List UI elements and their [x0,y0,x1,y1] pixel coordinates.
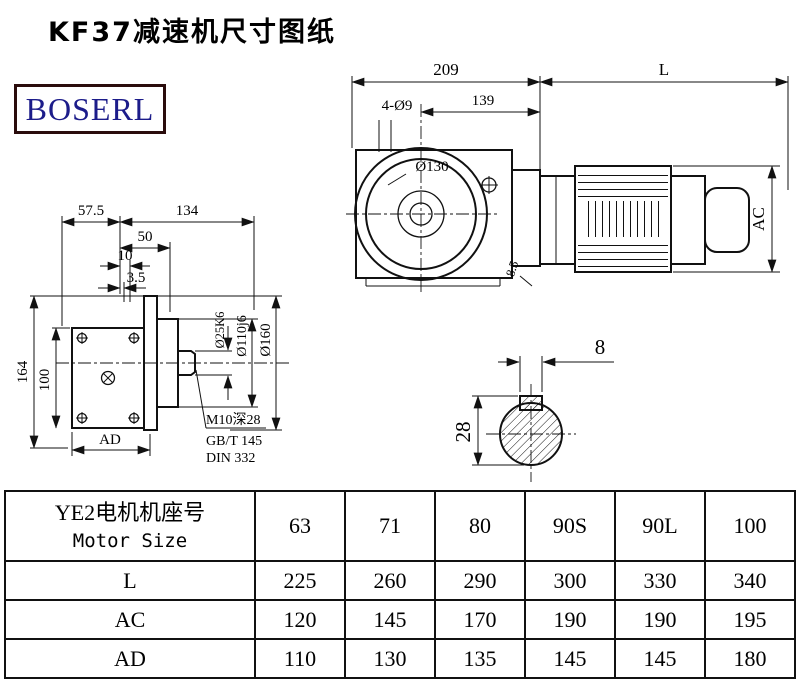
dim-57-5: 57.5 [78,203,104,219]
table-cell: 330 [614,560,706,601]
col-header-71: 71 [344,490,436,562]
table-cell: 300 [524,560,616,601]
dim-L: L [659,60,669,79]
table-cell: 180 [704,638,796,679]
dim-flange-dia: Ø130 [415,159,448,175]
brand-text: BOSERL [25,90,155,127]
col-header-63: 63 [254,490,346,562]
motor-size-header: YE2电机机座号 Motor Size [4,490,256,562]
brand-logo: BOSERL [14,84,166,134]
table-cell: 190 [524,599,616,640]
note-gbt-standard: GB/T 145 [206,434,262,449]
table-cell: 290 [434,560,526,601]
table-cell: 340 [704,560,796,601]
dim-3-5: 3.5 [127,270,146,286]
table-cell: 145 [524,638,616,679]
dim-output-flange-dia: Ø160 [258,323,274,356]
motor-fins-bottom [578,239,668,269]
header-label-en: Motor Size [72,530,188,552]
motor-dimension-table: YE2电机机座号 Motor Size 63 71 80 90S 90L 100… [4,490,796,679]
front-view: 209 L 139 4-Ø9 Ø130 AC 8.5 [346,60,789,292]
table-cell: 135 [434,638,526,679]
motor-fins-top [578,169,668,199]
dim-8-5: 8.5 [503,259,521,278]
col-header-90l: 90L [614,490,706,562]
dim-134: 134 [176,203,199,219]
dim-AC: AC [749,207,768,231]
table-row-L: L 225 260 290 300 330 340 [4,560,796,601]
page-title: KF37减速机尺寸图纸 [48,17,336,48]
note-din-standard: DIN 332 [206,451,255,466]
table-cell: 225 [254,560,346,601]
dim-hub-dia: Ø110j6 [235,315,250,356]
col-header-90s: 90S [524,490,616,562]
note-tap-hole: M10深28 [206,412,260,428]
dim-key-height: 28 [451,422,475,443]
table-header-row: YE2电机机座号 Motor Size 63 71 80 90S 90L 100 [4,490,796,562]
dim-key-width: 8 [595,335,606,359]
col-header-100: 100 [704,490,796,562]
table-cell: 195 [704,599,796,640]
table-cell: 145 [344,599,436,640]
dim-209: 209 [433,60,459,79]
row-label-AD: AD [4,638,256,679]
table-cell: 170 [434,599,526,640]
row-label-AC: AC [4,599,256,640]
header-label-cn: YE2电机机座号 [54,500,206,525]
dim-164: 164 [15,360,31,383]
row-label-L: L [4,560,256,601]
dim-bolt-holes: 4-Ø9 [382,98,413,114]
table-cell: 190 [614,599,706,640]
table-row-AC: AC 120 145 170 190 190 195 [4,599,796,640]
shaft-section-view: 28 8 [451,335,614,482]
table-row-AD: AD 110 130 135 145 145 180 [4,638,796,679]
technical-drawing: 209 L 139 4-Ø9 Ø130 AC 8.5 [15,60,789,482]
dim-AD: AD [99,432,121,448]
table-cell: 120 [254,599,346,640]
side-view: 57.5 134 50 10 3.5 164 100 AD [15,203,292,466]
dim-100: 100 [37,369,53,392]
table-cell: 130 [344,638,436,679]
dim-10: 10 [118,248,133,264]
col-header-80: 80 [434,490,526,562]
table-cell: 260 [344,560,436,601]
dim-139: 139 [472,93,495,109]
table-cell: 145 [614,638,706,679]
dim-50: 50 [138,229,153,245]
table-cell: 110 [254,638,346,679]
motor-fins-mid [584,201,662,237]
dim-shaft-dia: Ø25K6 [213,312,227,349]
